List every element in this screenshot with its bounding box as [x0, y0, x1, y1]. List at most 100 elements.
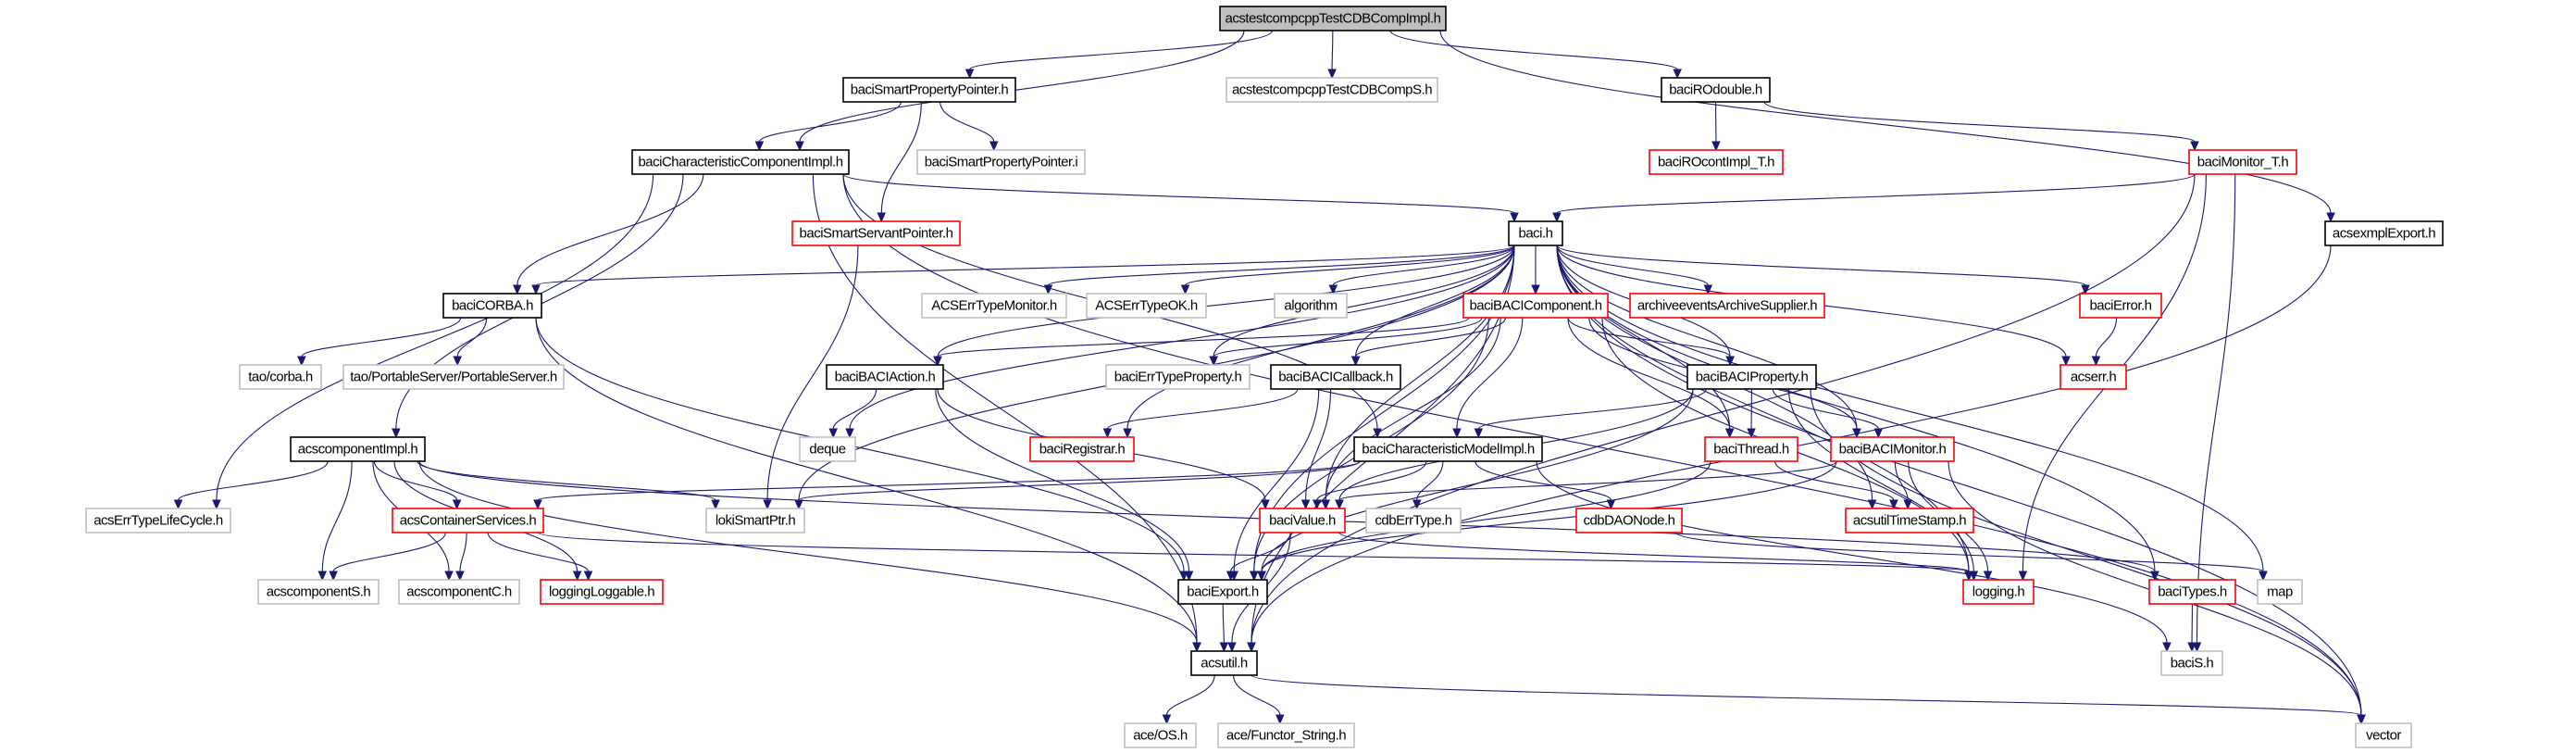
edge-compimpl-to-acsutil	[418, 460, 1198, 644]
node-acserr[interactable]: acserr.h	[2060, 364, 2127, 390]
node-bacierror[interactable]: baciError.h	[2079, 293, 2162, 319]
arrowhead-icon	[1226, 571, 1236, 582]
arrowhead-icon	[1192, 642, 1201, 653]
node-registrar[interactable]: baciRegistrar.h	[1029, 436, 1135, 462]
node-rocont[interactable]: baciROcontImpl_T.h	[1649, 149, 1784, 175]
node-map: map	[2257, 579, 2303, 605]
edge-baci-to-thread	[1556, 245, 1731, 430]
node-box	[442, 293, 542, 319]
node-box	[1686, 364, 1817, 390]
node-property[interactable]: baciBACIProperty.h	[1686, 364, 1817, 390]
edge-spp_h-to-ssp	[880, 101, 922, 214]
arrowhead-icon	[989, 141, 999, 152]
node-daonode[interactable]: cdbDAONode.h	[1575, 508, 1683, 533]
node-logging[interactable]: logging.h	[1962, 579, 2035, 605]
node-box	[1259, 508, 1346, 533]
node-box	[2188, 149, 2297, 175]
node-label: baciError.h	[2089, 298, 2151, 314]
arrowhead-icon	[1531, 284, 1540, 295]
edge-root-to-rodouble	[1389, 30, 1678, 70]
node-box	[1217, 722, 1355, 748]
node-acsutil[interactable]: acsutil.h	[1190, 650, 1258, 676]
arrowhead-icon	[794, 499, 803, 510]
arrowhead-icon	[1261, 499, 1270, 510]
node-label: acserr.h	[2071, 370, 2117, 385]
node-label: acstestcompcppTestCDBCompImpl.h	[1226, 11, 1441, 27]
node-spp_h[interactable]: baciSmartPropertyPointer.h	[842, 77, 1016, 103]
arrowhead-icon	[173, 499, 183, 510]
node-baci[interactable]: baci.h	[1508, 220, 1563, 246]
node-compimpl[interactable]: acscomponentImpl.h	[290, 436, 426, 462]
node-label: baciCharacteristicComponentImpl.h	[638, 155, 842, 170]
node-cmimpl[interactable]: baciCharacteristicModelImpl.h	[1353, 436, 1543, 462]
node-thread[interactable]: baciThread.h	[1704, 436, 1798, 462]
arrowhead-icon	[763, 499, 772, 510]
node-ccimpl[interactable]: baciCharacteristicComponentImpl.h	[631, 149, 850, 175]
arrowhead-icon	[1412, 499, 1422, 510]
edge-property-to-bacimonitor	[1772, 388, 1879, 430]
node-corba[interactable]: baciCORBA.h	[442, 293, 542, 319]
arrowhead-icon	[2162, 642, 2172, 653]
node-box	[1353, 436, 1543, 462]
edge-contsvc-to-compS	[332, 532, 446, 572]
node-bacimonitor[interactable]: baciBACIMonitor.h	[1830, 436, 1955, 462]
node-box	[1226, 77, 1438, 103]
edge-contsvc-to-logging	[537, 532, 1970, 572]
node-label: baciRegistrar.h	[1039, 442, 1126, 458]
node-loggable[interactable]: loggingLoggable.h	[540, 579, 664, 605]
edge-baci-to-action	[937, 245, 1515, 358]
arrowhead-icon	[2187, 642, 2196, 653]
node-cdbcomps: acstestcompcppTestCDBCompS.h	[1226, 77, 1438, 103]
node-export[interactable]: baciExport.h	[1177, 579, 1268, 605]
arrowhead-icon	[1102, 428, 1113, 439]
edge-baci-to-errmon	[1047, 245, 1515, 286]
edge-cmimpl-to-value	[1316, 460, 1427, 501]
edge-baci-to-vector	[1556, 245, 2362, 716]
node-box	[1845, 508, 1974, 533]
node-compC: acscomponentC.h	[398, 579, 520, 605]
edge-bacicomp-to-action	[937, 317, 1470, 358]
edge-baci-to-archsup	[1556, 245, 1709, 286]
edge-ccimpl-to-acsutil	[812, 173, 1198, 644]
arrowhead-icon	[754, 141, 765, 152]
edge-baci-to-errtypeprop	[1213, 245, 1515, 358]
node-monitor_t[interactable]: baciMonitor_T.h	[2188, 149, 2297, 175]
node-types[interactable]: baciTypes.h	[2148, 579, 2236, 605]
node-box	[1274, 293, 1348, 319]
arrowhead-icon	[392, 428, 401, 439]
node-exmplexport[interactable]: acsexmplExport.h	[2324, 220, 2444, 246]
node-box	[842, 77, 1016, 103]
arrowhead-icon	[1184, 571, 1194, 582]
arrowhead-icon	[2081, 284, 2090, 295]
edge-baci-to-errok	[1185, 245, 1515, 286]
node-box	[1649, 149, 1784, 175]
node-box	[1462, 293, 1609, 319]
node-errtypeprop: baciErrTypeProperty.h	[1105, 364, 1251, 390]
node-timestamp[interactable]: acsutilTimeStamp.h	[1845, 508, 1974, 533]
node-archsup[interactable]: archiveeventsArchiveSupplier.h	[1629, 293, 1825, 319]
edge-baci-to-value	[1325, 245, 1515, 501]
edge-contsvc-to-loggable	[487, 532, 590, 572]
edge-property-to-logging	[1787, 388, 1974, 572]
node-portserver: tao/PortableServer/PortableServer.h	[342, 364, 565, 390]
node-contsvc[interactable]: acsContainerServices.h	[392, 508, 544, 533]
arrowhead-icon	[1964, 571, 1973, 582]
edge-root-to-exmplexport	[1439, 30, 2332, 214]
node-label: ACSErrTypeOK.h	[1095, 298, 1198, 314]
node-box	[1661, 77, 1771, 103]
node-action[interactable]: baciBACIAction.h	[826, 364, 944, 390]
node-ssp[interactable]: baciSmartServantPointer.h	[791, 220, 961, 246]
node-rodouble[interactable]: baciROdouble.h	[1661, 77, 1771, 103]
node-value[interactable]: baciValue.h	[1259, 508, 1346, 533]
node-callback[interactable]: baciBACICallback.h	[1270, 364, 1401, 390]
edge-rodouble-to-monitor_t	[1763, 101, 2196, 143]
node-label: baciBACICallback.h	[1278, 370, 1393, 385]
arrowhead-icon	[444, 571, 454, 582]
arrowhead-icon	[1250, 571, 1259, 582]
node-label: cdbErrType.h	[1375, 513, 1451, 529]
node-functor: ace/Functor_String.h	[1217, 722, 1355, 748]
node-bacicomp[interactable]: baciBACIComponent.h	[1462, 293, 1609, 319]
node-label: deque	[809, 442, 845, 458]
node-root[interactable]: acstestcompcppTestCDBCompImpl.h	[1219, 6, 1447, 31]
arrowhead-icon	[1162, 714, 1172, 725]
